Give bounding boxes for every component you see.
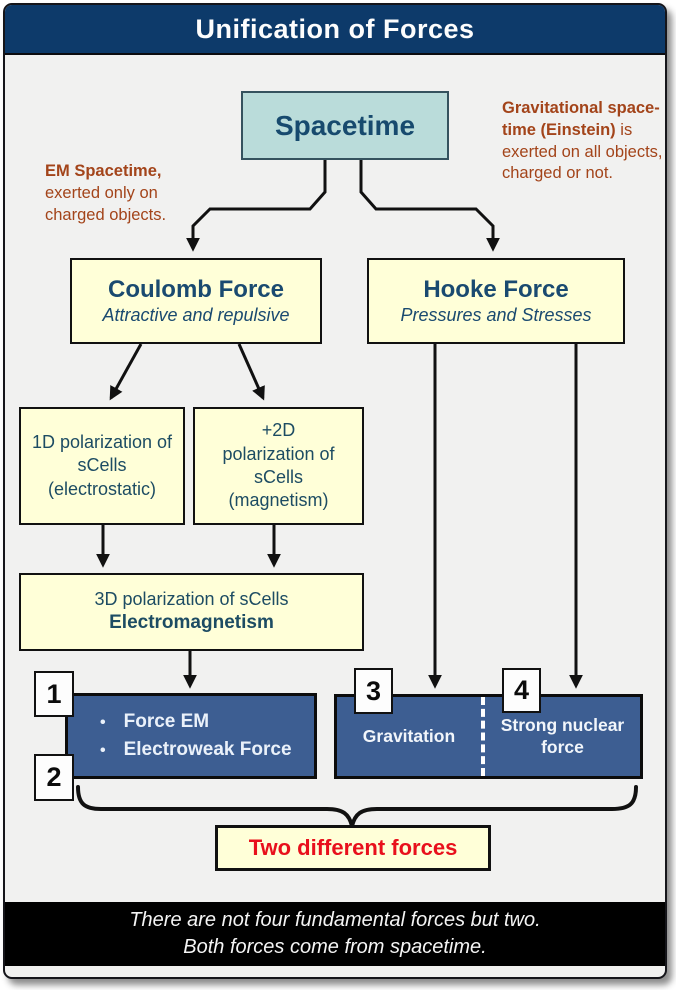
number-badge-3: 3 bbox=[354, 668, 393, 714]
footer-line1: There are not four fundamental forces bu… bbox=[129, 909, 541, 931]
number-badge-1: 1 bbox=[34, 671, 74, 717]
badge-3-label: 3 bbox=[365, 675, 382, 706]
annotation-em-rest: exerted only on charged objects. bbox=[45, 183, 167, 224]
hooke-subtitle: Pressures and Stresses bbox=[400, 304, 592, 325]
pol3d-line2: Electromagnetism bbox=[109, 612, 274, 634]
em-force-label: Force EM bbox=[123, 711, 210, 733]
gravitation-cell: Gravitation bbox=[337, 697, 481, 776]
pol2d-label: +2D polarization of sCells (magnetism) bbox=[222, 420, 335, 511]
list-item: • Electroweak Force bbox=[100, 736, 292, 764]
pol1d-label: 1D polarization of sCells (electrostatic… bbox=[31, 431, 173, 499]
node-em-electroweak: • Force EM • Electroweak Force bbox=[65, 693, 317, 779]
strong-nuclear-label: Strong nuclear force bbox=[500, 714, 625, 757]
spacetime-label: Spacetime bbox=[274, 109, 416, 141]
conclusion-label: Two different forces bbox=[248, 835, 458, 860]
diagram-frame: Unification of Forces Spa bbox=[3, 3, 667, 979]
node-spacetime: Spacetime bbox=[241, 91, 449, 160]
connector-coulomb-1d bbox=[109, 343, 143, 401]
bullet-icon: • bbox=[100, 714, 106, 732]
connector-spacetime-coulomb bbox=[186, 158, 327, 252]
em-force-list: • Force EM • Electroweak Force bbox=[68, 708, 292, 763]
number-badge-2: 2 bbox=[34, 754, 74, 801]
electroweak-label: Electroweak Force bbox=[123, 739, 292, 760]
annotation-grav-bold: Gravitational space-time (Einstein) bbox=[502, 99, 660, 139]
gravitation-label: Gravitation bbox=[362, 725, 456, 746]
node-1d-polarization: 1D polarization of sCells (electrostatic… bbox=[19, 407, 185, 525]
coulomb-title: Coulomb Force bbox=[107, 275, 284, 303]
list-item: • Force EM bbox=[100, 708, 292, 736]
footer-line2: Both forces come from spacetime. bbox=[183, 936, 487, 958]
annotation-grav-rest: is exerted on all objects, charged or no… bbox=[502, 120, 663, 183]
coulomb-subtitle: Attractive and repulsive bbox=[102, 304, 290, 325]
node-coulomb-force: Coulomb Force Attractive and repulsive bbox=[70, 258, 322, 344]
badge-4-label: 4 bbox=[513, 675, 530, 705]
number-badge-4: 4 bbox=[502, 668, 541, 713]
annotation-em-bold: EM Spacetime, bbox=[45, 162, 162, 180]
connector-coulomb-2d bbox=[237, 343, 265, 401]
badge-1-label: 1 bbox=[46, 678, 62, 709]
connector-spacetime-hooke bbox=[359, 158, 500, 252]
hooke-title: Hooke Force bbox=[423, 275, 569, 303]
node-hooke-force: Hooke Force Pressures and Stresses bbox=[367, 258, 625, 344]
annotation-gravitational: Gravitational space-time (Einstein) is e… bbox=[502, 98, 665, 185]
node-3d-polarization: 3D polarization of sCells Electromagneti… bbox=[19, 573, 364, 651]
node-two-different-forces: Two different forces bbox=[215, 825, 491, 871]
footer-statement-bar: There are not four fundamental forces bu… bbox=[5, 902, 665, 966]
page-title: Unification of Forces bbox=[195, 13, 475, 44]
bullet-icon: • bbox=[100, 742, 106, 759]
pol3d-line1: 3D polarization of sCells bbox=[94, 588, 289, 609]
title-bar: Unification of Forces bbox=[5, 5, 665, 55]
strong-nuclear-cell: Strong nuclear force bbox=[481, 697, 640, 776]
brace-two-forces bbox=[76, 785, 638, 827]
badge-2-label: 2 bbox=[46, 762, 62, 792]
annotation-em-spacetime: EM Spacetime, exerted only on charged ob… bbox=[45, 161, 211, 226]
node-2d-polarization: +2D polarization of sCells (magnetism) bbox=[193, 407, 364, 525]
